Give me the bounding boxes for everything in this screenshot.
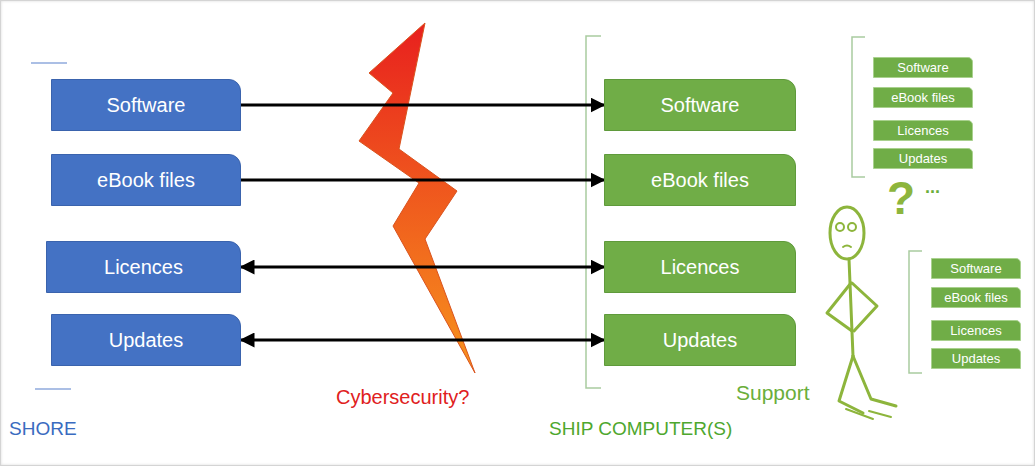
stick-figure [827,207,896,419]
item-box: eBook files [873,87,973,108]
item-box: Updates [873,148,973,169]
arrow-connector [241,104,604,107]
box-text: Software [897,60,948,75]
shore-bracket [35,388,71,390]
ellipsis: ... [925,177,940,198]
arrow-connector [241,179,604,182]
box-text: Software [661,94,740,117]
connector-group [241,267,604,268]
connector-group [241,105,604,106]
box-text: Updates [952,351,1000,366]
connector-glow [241,333,604,347]
item-box: Licences [873,120,973,141]
connector-glow [241,260,604,274]
box-text: Licences [104,256,183,279]
item-box: eBook files [931,287,1021,308]
shore-bracket [31,62,67,64]
shore-box: Licences [46,241,241,293]
box-text: Licences [950,323,1001,338]
box-text: eBook files [891,90,955,105]
box-text: eBook files [944,290,1008,305]
box-text: Software [950,261,1001,276]
group-bracket [852,37,865,177]
question-mark: ? [887,171,915,225]
connector-glow [241,98,604,112]
connector-glow [241,173,604,187]
role-label: Support [736,381,810,405]
warning-label: Cybersecurity? [336,386,469,409]
connector-group [241,180,604,181]
box-text: Updates [899,151,947,166]
item-box: Updates [931,348,1021,369]
arrow-connector [241,266,604,269]
item-box: Software [931,258,1021,279]
ship-box: Licences [604,241,796,293]
group-title: SHORE [9,418,77,440]
ship-box: Updates [604,314,796,366]
box-text: Software [107,94,186,117]
ship-box: eBook files [604,154,796,206]
box-text: Licences [897,123,948,138]
shore-box: Updates [51,314,241,366]
item-box: Licences [931,320,1021,341]
box-text: Updates [109,329,184,352]
shore-box: eBook files [51,154,241,206]
ship-box: Software [604,79,796,131]
group-title: SHIP COMPUTER(S) [549,418,732,440]
connector-group [241,340,604,341]
box-text: eBook files [97,169,195,192]
item-box: Software [873,57,973,78]
box-text: Licences [661,256,740,279]
group-bracket [909,251,922,373]
lightning-bolt [359,23,475,373]
arrow-connector [241,339,604,342]
shore-box: Software [51,79,241,131]
box-text: Updates [663,329,738,352]
box-text: eBook files [651,169,749,192]
